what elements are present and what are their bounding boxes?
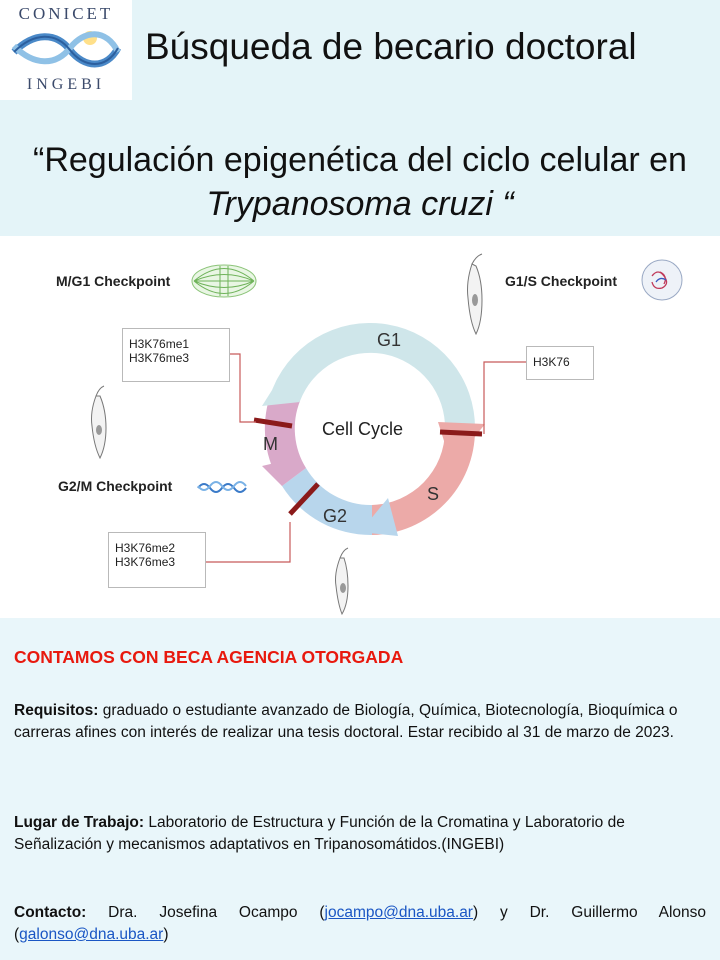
- phase-g2-label: G2: [323, 506, 348, 526]
- lugar-paragraph: Lugar de Trabajo: Laboratorio de Estruct…: [14, 812, 706, 856]
- mark-h3k76me1: H3K76me1: [129, 337, 190, 351]
- g1-s-checkpoint-label: G1/S Checkpoint: [505, 273, 618, 289]
- g1-arc: [270, 322, 476, 430]
- email-link-galonso[interactable]: galonso@dna.uba.ar: [19, 926, 164, 943]
- mark-h3k76: H3K76: [533, 355, 570, 369]
- g1-s-bar: [439, 429, 483, 437]
- contacto-text-2: ) y Dr. Guillermo Alonso (: [14, 904, 706, 943]
- contacto-text-1: Dra. Josefina Ocampo (: [86, 904, 325, 921]
- contacto-text-3: ): [163, 926, 169, 943]
- g2-marks-box: H3K76me2 H3K76me3: [108, 532, 206, 588]
- lugar-text: Laboratorio de Estructura y Función de l…: [14, 814, 625, 853]
- g2-m-checkpoint-label: G2/M Checkpoint: [58, 478, 173, 494]
- nucleus-icon: [641, 259, 683, 301]
- contacto-paragraph: Contacto: Dra. Josefina Ocampo (jocampo@…: [14, 902, 706, 946]
- announcement-body: CONTAMOS CON BECA AGENCIA OTORGADA Requi…: [0, 618, 720, 960]
- trypanosome-icon-3: [335, 547, 349, 616]
- cell-cycle-diagram: [91, 253, 683, 616]
- g2-m-bar: [288, 482, 320, 516]
- m-g1-checkpoint-label: M/G1 Checkpoint: [56, 273, 171, 289]
- m-marks-box: H3K76me1 H3K76me3: [122, 328, 230, 382]
- g2-arrow-head: [360, 498, 398, 536]
- phase-s-label: S: [427, 484, 440, 504]
- g1s-connector: [483, 361, 526, 434]
- mark-h3k76me3-2: H3K76me3: [115, 555, 176, 569]
- mark-h3k76me3: H3K76me3: [129, 351, 190, 365]
- project-subtitle: “Regulación epigenética del ciclo celula…: [0, 138, 720, 226]
- logo-bottom-text: INGEBI: [26, 76, 106, 93]
- cell-cycle-ring: [253, 322, 485, 536]
- mark-h3k76me2: H3K76me2: [115, 541, 176, 555]
- chromosome-icon: [197, 481, 247, 493]
- lugar-label: Lugar de Trabajo:: [14, 814, 145, 831]
- phase-m-label: M: [263, 434, 278, 454]
- subtitle-line-1: “Regulación epigenética del ciclo celula…: [33, 141, 687, 179]
- page-title: Búsqueda de becario doctoral: [145, 26, 637, 67]
- g2-arc: [282, 468, 372, 536]
- g1-arrow-head: [262, 368, 300, 406]
- cell-cycle-label: Cell Cycle: [322, 419, 404, 439]
- header: CONICET INGEBI Búsqueda de becario docto…: [0, 0, 720, 236]
- logo-wave-icon: [11, 31, 122, 68]
- requisitos-paragraph: Requisitos: graduado o estudiante avanza…: [14, 700, 706, 744]
- m-g1-bar: [253, 417, 293, 429]
- phase-g1-label: G1: [377, 330, 402, 350]
- contacto-label: Contacto:: [14, 904, 87, 921]
- requisitos-label: Requisitos:: [14, 702, 99, 719]
- cell-cycle-figure: M/G1 Checkpoint G1/S Checkpoint G2/M Che…: [0, 236, 720, 618]
- conicet-ingebi-logo: CONICET INGEBI: [0, 0, 132, 100]
- trypanosome-icon: [467, 253, 483, 336]
- requisitos-text: graduado o estudiante avanzado de Biolog…: [14, 702, 678, 741]
- m-arrow-head: [262, 458, 296, 486]
- g1-marks-box: H3K76: [526, 346, 594, 380]
- beca-headline: CONTAMOS CON BECA AGENCIA OTORGADA: [14, 647, 404, 667]
- logo-top-text: CONICET: [18, 4, 114, 23]
- trypanosome-icon-2: [91, 385, 107, 460]
- spindle-icon: [191, 264, 257, 298]
- subtitle-line-2: Trypanosoma cruzi “: [206, 185, 514, 223]
- g2m-connector: [206, 522, 291, 563]
- email-link-jocampo[interactable]: jocampo@dna.uba.ar: [324, 904, 473, 921]
- m-connector: [228, 353, 256, 423]
